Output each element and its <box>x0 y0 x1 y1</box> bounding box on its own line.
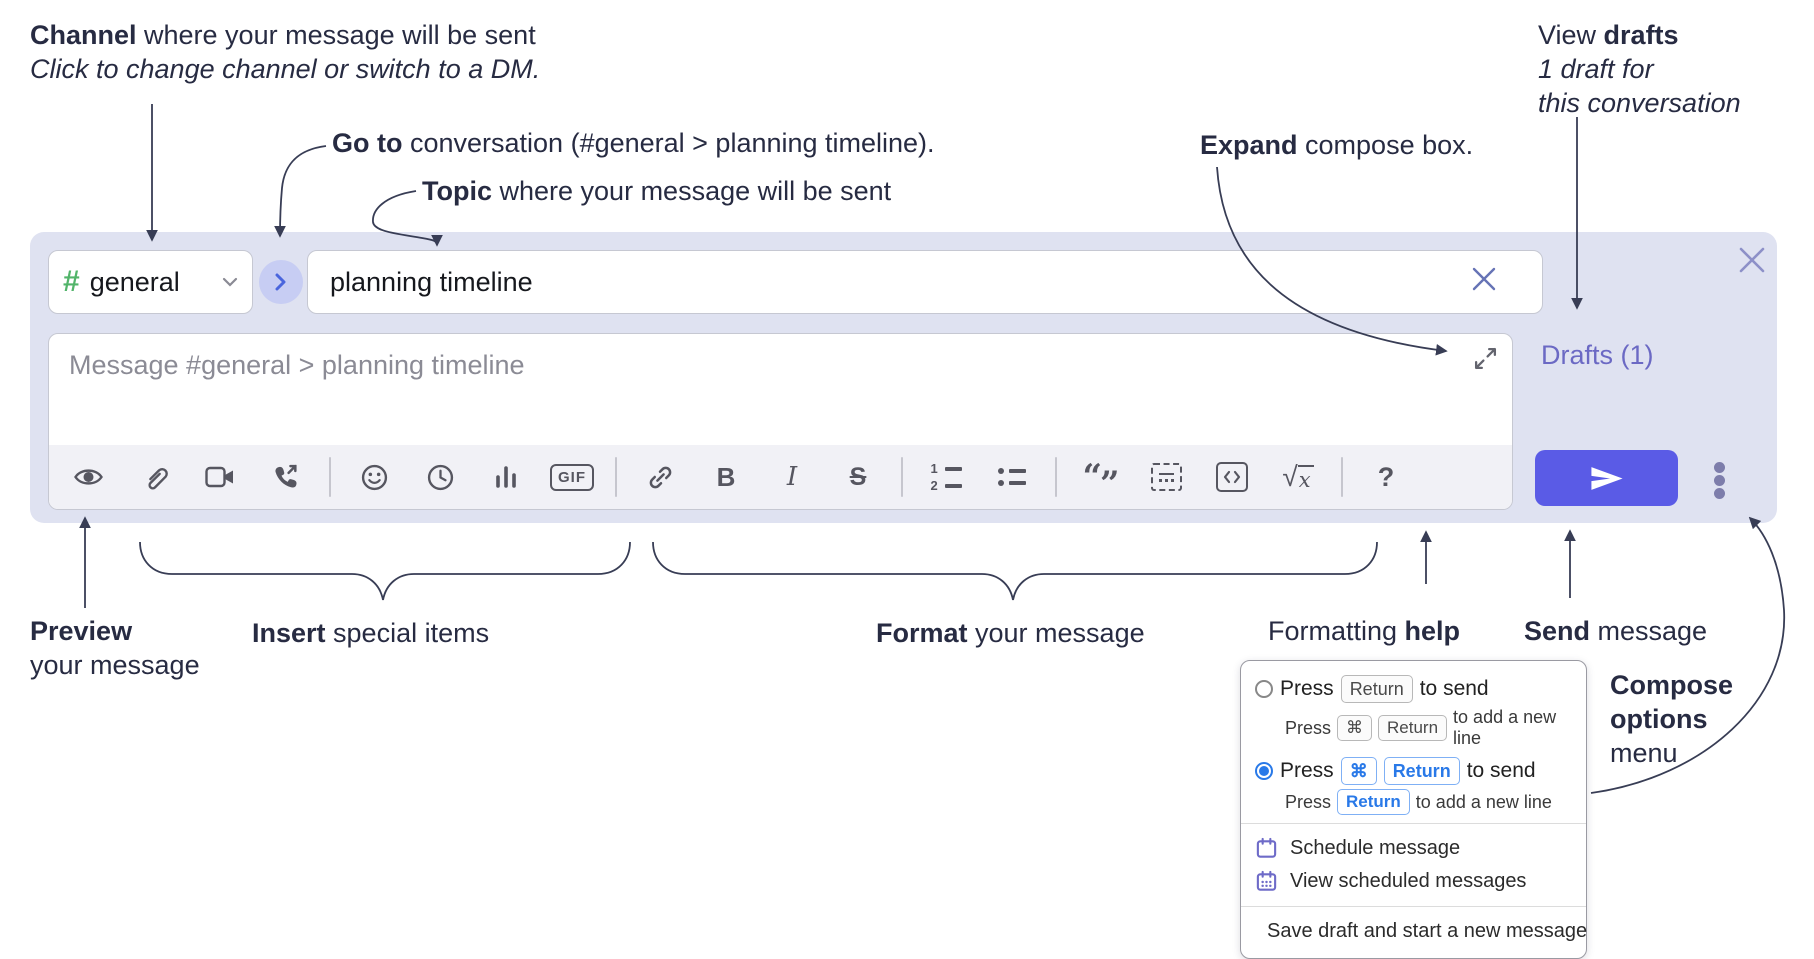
close-compose-icon[interactable] <box>1736 244 1768 276</box>
cmd-key: ⌘ <box>1337 715 1373 741</box>
clear-topic-icon[interactable] <box>1470 265 1498 293</box>
add-gif-icon[interactable]: GIF <box>539 445 605 509</box>
cmd-enter-sends-subtext: Press Return to add a new line <box>1285 789 1572 815</box>
expand-annotation: Expand compose box. <box>1200 130 1474 160</box>
attach-paperclip-icon[interactable] <box>121 445 187 509</box>
bulleted-list-icon[interactable] <box>979 445 1045 509</box>
emoji-icon[interactable] <box>341 445 407 509</box>
channel-hash-icon: # <box>63 265 80 298</box>
calendar-grid-icon <box>1256 870 1277 891</box>
calendar-icon <box>1256 837 1277 858</box>
math-icon[interactable]: √x <box>1265 445 1331 509</box>
radio-selected[interactable] <box>1255 762 1273 780</box>
italic-icon[interactable]: I <box>786 462 798 492</box>
popup-divider <box>1241 823 1586 824</box>
return-key: Return <box>1378 715 1448 741</box>
add-global-time-icon[interactable] <box>407 445 473 509</box>
message-formatting-help-icon[interactable]: ? <box>1377 461 1395 492</box>
topic-input[interactable] <box>307 250 1543 314</box>
paper-plane-icon <box>1590 466 1623 490</box>
topic-annotation: Topic where your message will be sent <box>422 176 892 206</box>
enter-sends-subtext: Press ⌘ Return to add a new line <box>1285 707 1557 748</box>
code-icon[interactable] <box>1199 445 1265 509</box>
return-key: Return <box>1383 757 1460 785</box>
bold-icon[interactable]: B <box>716 461 736 492</box>
enter-sends-option[interactable]: Press Return to send <box>1255 675 1572 703</box>
insert-brace <box>139 541 631 601</box>
toolbar-divider <box>329 457 331 497</box>
format-annotation: Format your message <box>876 618 1145 648</box>
drafts-annotation: View drafts 1 draft for this conversatio… <box>1538 20 1741 118</box>
goto-conversation-button[interactable] <box>259 260 303 304</box>
send-button[interactable] <box>1535 450 1678 506</box>
expand-compose-icon[interactable] <box>1473 346 1498 371</box>
chevron-down-icon <box>222 277 238 287</box>
goto-arrow <box>274 145 327 238</box>
start-voice-call-icon[interactable] <box>253 445 319 509</box>
compose-options-popup: Press Return to send Press ⌘ Return to a… <box>1240 660 1587 959</box>
preview-annotation: Preview your message <box>30 616 200 680</box>
send-annotation: Send message <box>1524 616 1708 646</box>
compose-options-menu-button[interactable] <box>1714 462 1725 499</box>
channel-selector[interactable]: # general <box>48 250 253 314</box>
compose-toolbar: GIF B I S 1 2 <box>49 445 1512 509</box>
add-poll-icon[interactable] <box>473 445 539 509</box>
start-video-call-icon[interactable] <box>187 445 253 509</box>
format-brace <box>652 541 1378 601</box>
quote-icon[interactable]: “” <box>1082 457 1119 504</box>
compose-options-annotation: Compose options menu <box>1610 670 1734 768</box>
insert-annotation: Insert special items <box>252 618 490 648</box>
preview-eye-icon[interactable] <box>55 445 121 509</box>
toolbar-divider <box>1055 457 1057 497</box>
message-box: GIF B I S 1 2 <box>48 333 1513 510</box>
channel-annotation: Channel where your message will be sent … <box>30 20 541 84</box>
compose-box: # general <box>30 232 1777 523</box>
toolbar-divider <box>1341 457 1343 497</box>
popup-divider <box>1241 906 1586 907</box>
link-icon[interactable] <box>627 445 693 509</box>
goto-annotation: Go to conversation (#general > planning … <box>332 128 935 158</box>
schedule-message-item[interactable]: Schedule message <box>1255 832 1572 865</box>
return-key: Return <box>1337 789 1410 815</box>
channel-name: general <box>89 266 180 297</box>
view-scheduled-messages-item[interactable]: View scheduled messages <box>1255 865 1572 898</box>
cmd-enter-sends-option[interactable]: Press ⌘ Return to send <box>1255 757 1572 785</box>
formatting-help-annotation: Formatting help <box>1268 616 1461 646</box>
cmd-key: ⌘ <box>1340 757 1377 785</box>
radio-unselected[interactable] <box>1255 680 1273 698</box>
save-draft-item[interactable]: Save draft and start a new message <box>1255 915 1587 948</box>
chevron-right-icon <box>275 273 286 291</box>
message-input[interactable] <box>49 334 1512 444</box>
toolbar-divider <box>901 457 903 497</box>
return-key: Return <box>1340 675 1413 703</box>
spoiler-icon[interactable] <box>1133 445 1199 509</box>
strikethrough-icon[interactable]: S <box>849 462 867 491</box>
drafts-link[interactable]: Drafts (1) <box>1541 340 1654 370</box>
numbered-list-icon[interactable]: 1 2 <box>913 445 979 509</box>
toolbar-divider <box>615 457 617 497</box>
